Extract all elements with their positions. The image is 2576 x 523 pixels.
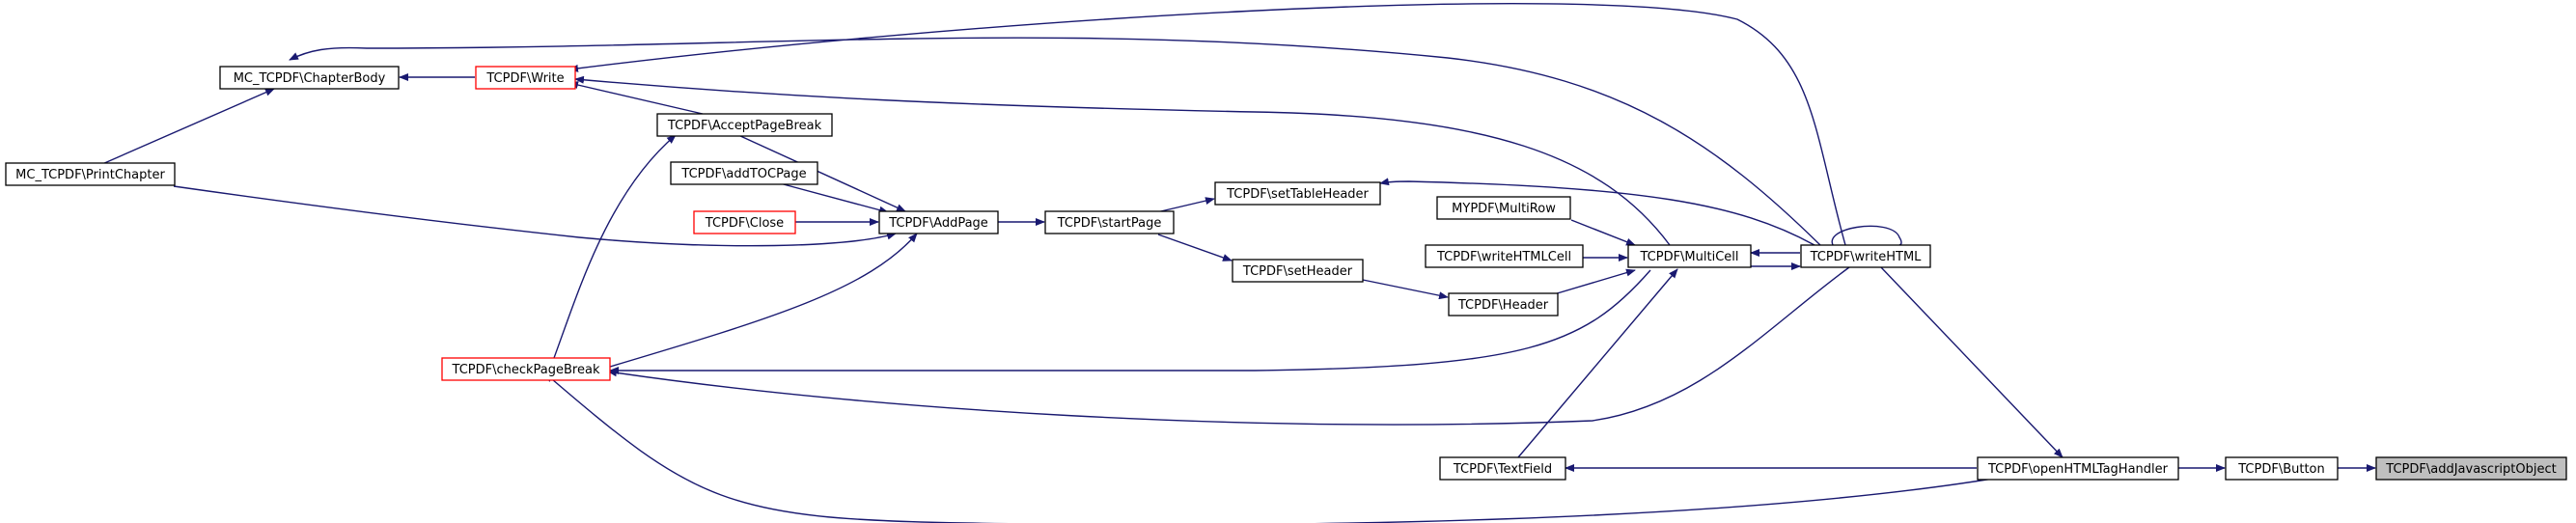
node-label-acceptpagebreak: TCPDF\AcceptPageBreak xyxy=(667,119,822,133)
node-writehtml[interactable]: TCPDF\writeHTML xyxy=(1800,244,1931,268)
node-label-textfield: TCPDF\TextField xyxy=(1453,462,1552,477)
node-addtocpage[interactable]: TCPDF\addTOCPage xyxy=(670,161,818,185)
node-label-setheader: TCPDF\setHeader xyxy=(1242,264,1353,279)
node-label-close: TCPDF\Close xyxy=(705,216,784,231)
node-setheader[interactable]: TCPDF\setHeader xyxy=(1232,259,1364,283)
node-write[interactable]: TCPDF\Write xyxy=(475,66,576,90)
node-header[interactable]: TCPDF\Header xyxy=(1448,292,1559,317)
node-startpage[interactable]: TCPDF\startPage xyxy=(1044,210,1175,234)
node-checkpagebreak[interactable]: TCPDF\checkPageBreak xyxy=(441,357,611,381)
node-label-addjavascriptobject: TCPDF\addJavascriptObject xyxy=(2385,462,2556,477)
edge-printchapter-to-addpage xyxy=(173,185,897,247)
node-label-writehtml: TCPDF\writeHTML xyxy=(1810,250,1923,264)
edge-acceptpagebreak-to-addpage xyxy=(737,134,906,212)
node-label-chapterbody: MC_TCPDF\ChapterBody xyxy=(234,71,386,86)
node-textfield[interactable]: TCPDF\TextField xyxy=(1439,456,1566,481)
edge-textfield-to-multicell xyxy=(1517,268,1678,458)
node-label-printchapter: MC_TCPDF\PrintChapter xyxy=(15,168,165,182)
node-label-addtocpage: TCPDF\addTOCPage xyxy=(680,167,806,181)
edge-writehtml-to-chapterbody xyxy=(289,37,1821,246)
node-label-multirow: MYPDF\MultiRow xyxy=(1452,202,1556,216)
edge-multicell-to-write xyxy=(574,75,1671,246)
node-label-checkpagebreak: TCPDF\checkPageBreak xyxy=(452,363,600,377)
edge-openhtmltaghandler-to-checkpagebreak xyxy=(544,372,1994,523)
edge-writehtml-to-settableheader xyxy=(1379,178,1815,246)
node-multirow[interactable]: MYPDF\MultiRow xyxy=(1436,196,1571,220)
edge-addtocpage-to-addpage xyxy=(779,182,889,214)
node-printchapter[interactable]: MC_TCPDF\PrintChapter xyxy=(5,162,176,186)
edge-startpage-to-setheader xyxy=(1157,234,1233,262)
node-label-multicell: TCPDF\MultiCell xyxy=(1639,250,1738,264)
edge-checkpagebreak-to-acceptpagebreak xyxy=(553,134,677,359)
node-label-settableheader: TCPDF\setTableHeader xyxy=(1226,187,1369,202)
node-close[interactable]: TCPDF\Close xyxy=(693,210,796,234)
edge-writehtml-to-write xyxy=(568,3,1846,246)
edge-writehtml-to-openhtmltaghandler xyxy=(1879,265,2064,458)
node-writehtmlcell[interactable]: TCPDF\writeHTMLCell xyxy=(1425,244,1584,268)
node-label-openhtmltaghandler: TCPDF\openHTMLTagHandler xyxy=(1987,462,2169,477)
node-label-header: TCPDF\Header xyxy=(1457,298,1549,313)
node-label-write: TCPDF\Write xyxy=(485,71,564,86)
edge-setheader-to-header xyxy=(1362,279,1449,300)
node-label-writehtmlcell: TCPDF\writeHTMLCell xyxy=(1436,250,1571,264)
edge-acceptpagebreak-to-write xyxy=(568,81,704,115)
node-openhtmltaghandler[interactable]: TCPDF\openHTMLTagHandler xyxy=(1977,456,2179,481)
node-label-addpage: TCPDF\AddPage xyxy=(888,216,988,231)
node-addpage[interactable]: TCPDF\AddPage xyxy=(878,210,999,234)
node-settableheader[interactable]: TCPDF\setTableHeader xyxy=(1214,181,1381,206)
node-acceptpagebreak[interactable]: TCPDF\AcceptPageBreak xyxy=(656,113,833,137)
nodes: TCPDF\addJavascriptObject TCPDF\Button T… xyxy=(5,66,2567,481)
edge-printchapter-to-chapterbody xyxy=(101,88,275,165)
edge-checkpagebreak-to-addpage xyxy=(609,233,918,368)
edge-writehtml-to-checkpagebreak xyxy=(607,266,1850,426)
edges xyxy=(101,3,2376,523)
node-chapterbody[interactable]: MC_TCPDF\ChapterBody xyxy=(219,66,400,90)
edge-multicell-to-checkpagebreak xyxy=(609,269,1651,374)
edge-multirow-to-multicell xyxy=(1570,219,1636,246)
node-label-startpage: TCPDF\startPage xyxy=(1057,216,1162,231)
node-multicell[interactable]: TCPDF\MultiCell xyxy=(1627,244,1752,268)
node-addjavascriptobject[interactable]: TCPDF\addJavascriptObject xyxy=(2375,456,2567,481)
node-button[interactable]: TCPDF\Button xyxy=(2225,456,2339,481)
edge-header-to-multicell xyxy=(1553,268,1636,295)
node-label-button: TCPDF\Button xyxy=(2237,462,2325,477)
